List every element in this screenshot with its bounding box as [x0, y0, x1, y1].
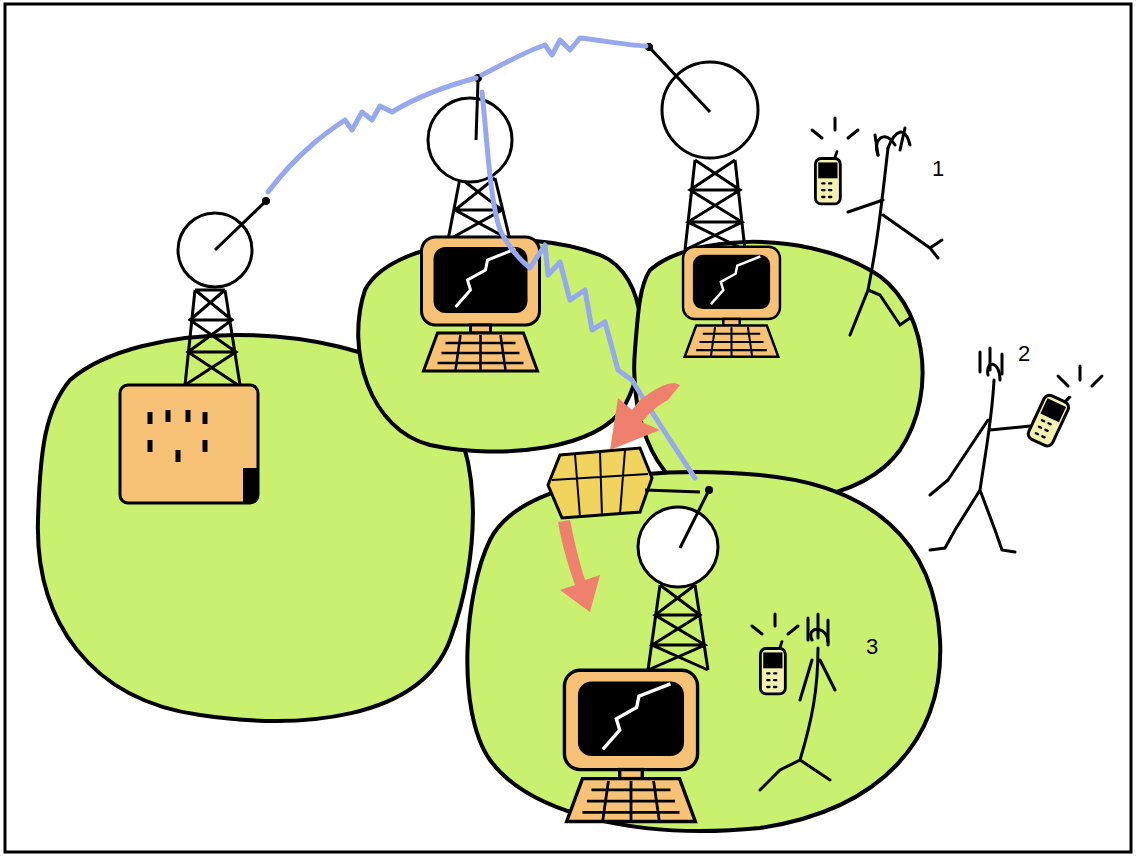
handover-arrows-part: [558, 520, 600, 612]
base-station-bottom: [564, 486, 718, 821]
base-station-right: [645, 43, 780, 357]
base-station-left-part: [120, 385, 258, 503]
mobile-user-one-part: [812, 118, 858, 138]
mobile-user-one: [812, 118, 942, 335]
data-packet: [548, 448, 700, 518]
base-station-left-part: [262, 197, 270, 205]
base-station-left: [120, 197, 270, 503]
mobile-user-three-part: [808, 614, 828, 642]
callout-number: 1: [932, 158, 944, 180]
base-station-bottom-part: [564, 670, 697, 821]
mobile-user-three-part: [760, 642, 785, 694]
handover-arrows-part: [610, 383, 680, 450]
mobile-user-two: [930, 348, 1102, 552]
base-station-left-part: [243, 468, 257, 502]
base-station-bottom-part: [705, 486, 713, 494]
mobile-user-two-part: [1026, 387, 1073, 448]
base-station-left-part: [215, 202, 265, 250]
mobile-user-one-part: [815, 152, 840, 204]
base-station-middle: [422, 74, 540, 371]
cell-areas-part: [467, 472, 940, 831]
callout-number: 3: [866, 636, 878, 658]
radio-links-part: [482, 92, 695, 478]
mobile-user-two-part: [1058, 366, 1102, 386]
mobile-user-three: [752, 614, 835, 790]
base-station-left-part: [185, 290, 240, 385]
base-station-right-part: [685, 160, 745, 250]
base-station-middle-part: [476, 80, 478, 140]
data-packet-part: [645, 490, 700, 492]
data-packet-part: [548, 448, 652, 518]
base-station-right-part: [683, 247, 780, 357]
callout-number: 2: [1018, 343, 1030, 365]
base-station-left-part: [150, 410, 205, 462]
mobile-user-two-part: [980, 348, 1002, 374]
mobile-user-two-part: [930, 364, 1040, 552]
frame-border: [5, 4, 1131, 852]
radio-links-part: [268, 78, 476, 192]
mobile-user-three-part: [760, 629, 835, 790]
base-station-bottom-part: [648, 585, 708, 670]
base-station-middle-part: [428, 98, 512, 182]
base-station-middle-part: [422, 237, 540, 371]
mobile-user-three-part: [752, 614, 798, 634]
mobile-user-one-part: [875, 128, 910, 155]
cell-areas-part: [634, 242, 922, 502]
mobile-user-one-part: [848, 137, 942, 335]
radio-links-part: [482, 38, 646, 75]
base-station-bottom-part: [638, 507, 718, 587]
base-station-right-part: [650, 48, 710, 112]
radio-links: [268, 38, 695, 478]
data-packet-part: [552, 450, 648, 517]
base-station-bottom-part: [680, 492, 708, 548]
